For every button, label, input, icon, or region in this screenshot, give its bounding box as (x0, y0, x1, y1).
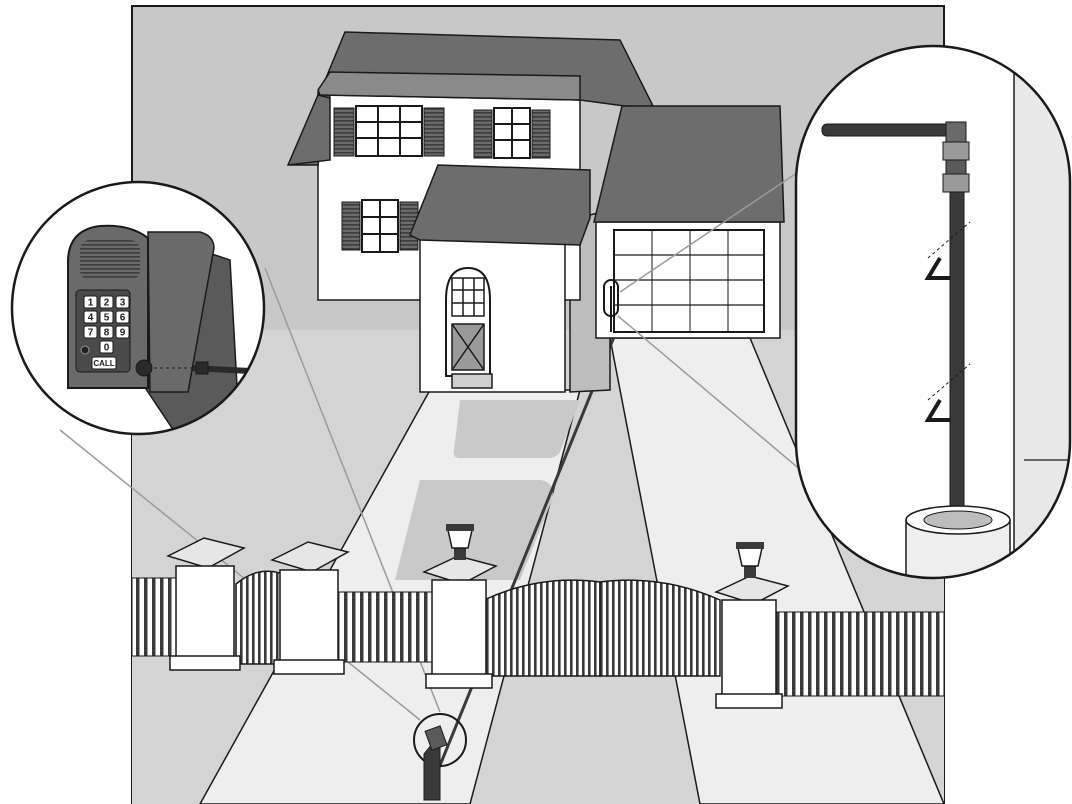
call-button[interactable]: CALL (92, 357, 116, 369)
keypad-key-label: 8 (104, 328, 110, 339)
keypad-key-label: 4 (88, 313, 94, 324)
keypad-key-4[interactable]: 4 (84, 311, 97, 324)
keypad-key-1[interactable]: 1 (84, 296, 97, 309)
keypad-led-left (81, 346, 89, 354)
porch-wall (420, 235, 565, 392)
keypad-key-9[interactable]: 9 (116, 326, 129, 339)
keypad-key-label: 9 (120, 328, 126, 339)
fence-right-section (764, 612, 944, 696)
call-button-label: CALL (93, 359, 114, 368)
keypad-key-7[interactable]: 7 (84, 326, 97, 339)
keypad-key-label: 3 (120, 298, 126, 309)
keypad-key-0[interactable]: 0 (100, 341, 113, 354)
antenna-rod (822, 124, 956, 136)
speaker-grille (80, 240, 140, 280)
porch-roof (410, 165, 590, 245)
keypad-key-5[interactable]: 5 (100, 311, 113, 324)
keypad-key-label: 6 (120, 313, 126, 324)
keypad-key-label: 7 (88, 328, 94, 339)
keypad-key-8[interactable]: 8 (100, 326, 113, 339)
antenna-elbow (946, 122, 966, 142)
main-gate-left-leaf (484, 580, 600, 676)
keypad-key-label: 0 (104, 343, 110, 354)
antenna-callout (796, 46, 1072, 580)
garage-roof (594, 106, 784, 222)
wall-surface (1014, 46, 1072, 578)
front-door (446, 268, 492, 388)
keypad-key-label: 2 (104, 298, 110, 309)
keypad-key-label: 1 (88, 298, 94, 309)
keypad-key-label: 5 (104, 313, 110, 324)
window-middle-left (342, 200, 418, 252)
fence-mid-section (332, 592, 434, 662)
window-upper-left (334, 106, 444, 156)
keypad-key-6[interactable]: 6 (116, 311, 129, 324)
keypad-key-2[interactable]: 2 (100, 296, 113, 309)
main-gate-right-leaf (600, 580, 720, 676)
antenna-coupler (943, 142, 969, 192)
keypad-key-3[interactable]: 3 (116, 296, 129, 309)
conduit-pipe (906, 506, 1010, 580)
house-dormer-roof (318, 72, 580, 100)
window-upper-right (474, 108, 550, 158)
